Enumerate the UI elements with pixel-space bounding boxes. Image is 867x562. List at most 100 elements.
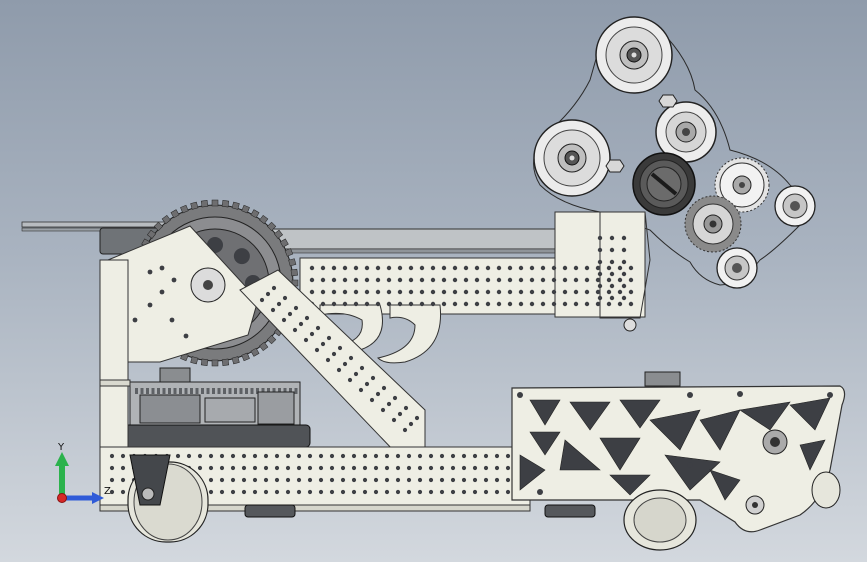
hole: [494, 477, 500, 483]
hole: [485, 301, 491, 307]
hole: [540, 277, 546, 283]
hole: [461, 489, 467, 495]
hole: [375, 289, 381, 295]
hole: [171, 277, 177, 283]
hole: [233, 248, 250, 265]
hole: [496, 289, 502, 295]
hole: [573, 301, 579, 307]
hole: [337, 345, 343, 351]
hole: [397, 301, 403, 307]
hole: [496, 277, 502, 283]
hole: [573, 265, 579, 271]
hole: [381, 385, 387, 391]
diagonal-support: [239, 269, 426, 453]
gearbox-tooth: [278, 388, 281, 394]
hole: [342, 265, 348, 271]
gearbox-tooth: [267, 388, 270, 394]
hole: [340, 465, 346, 471]
hole: [617, 265, 623, 271]
hole: [439, 453, 445, 459]
gearbox-tooth: [135, 388, 138, 394]
hole: [120, 465, 126, 471]
hole: [494, 453, 500, 459]
hole: [159, 289, 165, 295]
hole: [551, 265, 557, 271]
hole: [595, 277, 601, 283]
hole: [609, 247, 615, 253]
sprocket-tooth: [290, 268, 298, 277]
hole: [384, 465, 390, 471]
hole: [391, 417, 397, 423]
hole: [463, 301, 469, 307]
hole: [417, 489, 423, 495]
hole: [584, 277, 590, 283]
gearbox-tooth: [184, 388, 188, 394]
hole: [304, 315, 310, 321]
gearbox-tooth: [256, 388, 259, 394]
hole: [353, 371, 359, 377]
hole: [439, 489, 445, 495]
lattice-cutout: [664, 454, 721, 491]
left-upright-inner: [99, 379, 131, 387]
hole: [186, 453, 192, 459]
hole: [296, 489, 302, 495]
hole: [606, 265, 612, 271]
hole: [406, 453, 412, 459]
hole: [120, 453, 126, 459]
hole: [439, 465, 445, 471]
hole: [417, 477, 423, 483]
hole: [320, 341, 326, 347]
hole: [386, 301, 392, 307]
hole: [364, 289, 370, 295]
caster-rear: [811, 471, 841, 509]
hole: [428, 477, 434, 483]
hole: [463, 265, 469, 271]
hole: [628, 265, 634, 271]
hole: [609, 283, 615, 289]
hole: [241, 465, 247, 471]
hole: [370, 375, 376, 381]
hole: [474, 289, 480, 295]
hole: [364, 277, 370, 283]
hole: [270, 307, 276, 313]
hole: [208, 477, 214, 483]
hole: [562, 289, 568, 295]
hole: [597, 283, 603, 289]
hole: [408, 277, 414, 283]
hole: [597, 247, 603, 253]
hole: [529, 277, 535, 283]
hole: [573, 289, 579, 295]
gearbox-tooth: [245, 388, 248, 394]
hole: [326, 335, 332, 341]
hole: [474, 277, 480, 283]
hole: [219, 489, 225, 495]
hole: [485, 289, 491, 295]
hole: [375, 301, 381, 307]
wheel-rear: [623, 489, 697, 551]
gearbox-tooth: [228, 388, 232, 394]
hole: [551, 301, 557, 307]
sprocket-tooth: [259, 341, 269, 352]
hole: [241, 453, 247, 459]
hole: [263, 477, 269, 483]
hole: [386, 401, 392, 407]
sprocket-tooth: [273, 229, 284, 239]
hole: [551, 289, 557, 295]
hole: [517, 392, 523, 398]
sprocket-tooth: [146, 229, 157, 239]
hole: [274, 465, 280, 471]
lattice-cutout: [529, 431, 561, 456]
hole: [414, 415, 420, 421]
hook-plate-right: [376, 304, 442, 364]
hole: [331, 265, 337, 271]
hole: [386, 289, 392, 295]
hole: [358, 387, 364, 393]
hole: [505, 465, 511, 471]
hole: [386, 277, 392, 283]
hole: [197, 453, 203, 459]
hole: [296, 477, 302, 483]
hole: [320, 265, 326, 271]
hole: [380, 407, 386, 413]
hole: [230, 489, 236, 495]
